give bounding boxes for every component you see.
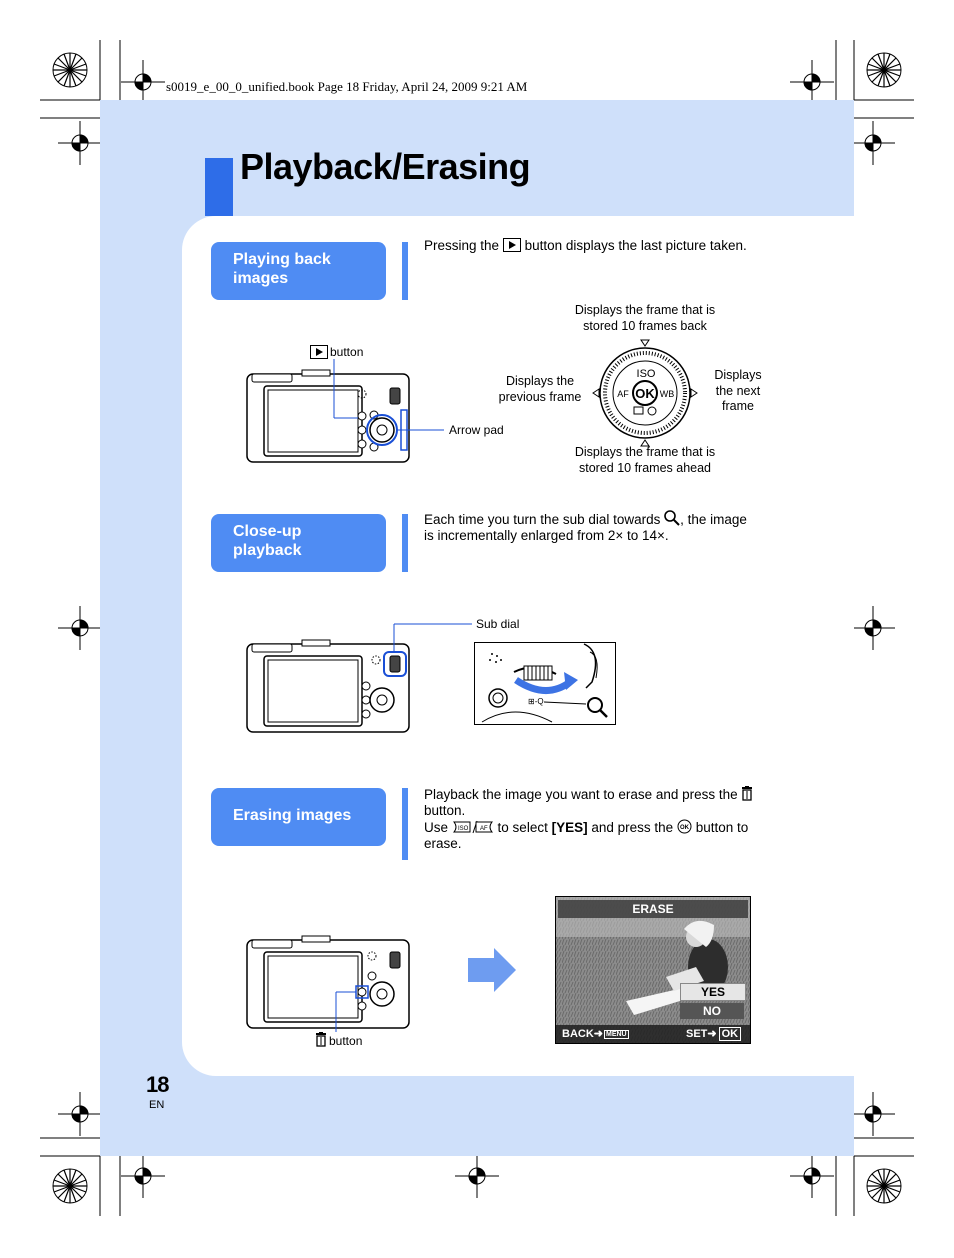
- back-menu-hint: BACK➜MENU: [562, 1028, 629, 1040]
- dial-iso-text: ISO: [637, 368, 656, 380]
- title-tab: [205, 158, 233, 216]
- set-ok-hint: SET➜OK: [686, 1027, 742, 1041]
- trash-icon: [742, 786, 753, 801]
- right-arrow-icon: [468, 948, 516, 992]
- erase-footer-bar: [556, 1025, 750, 1043]
- section-playing-bar: [402, 242, 408, 300]
- erase-option-no[interactable]: NO: [680, 1003, 744, 1019]
- dial-right-caption: Displays the next frame: [714, 368, 762, 413]
- play-button-label: button: [330, 345, 364, 359]
- svg-text:AF: AF: [480, 826, 488, 832]
- magnify-icon: [664, 510, 680, 526]
- arrow-pad-label: Arrow pad: [449, 423, 504, 437]
- trash-icon: [316, 1032, 326, 1047]
- page-title: Playback/Erasing: [240, 146, 531, 187]
- section-erasing-title: Erasing images: [211, 788, 386, 846]
- svg-text:ISO: ISO: [458, 826, 469, 832]
- svg-text:OK: OK: [680, 825, 690, 831]
- erase-option-yes[interactable]: YES: [680, 983, 746, 1001]
- dial-up-caption: Displays the frame that is stored 10 fra…: [574, 303, 716, 333]
- camera-back-illustration: [246, 359, 444, 463]
- dial-left-caption: Displays the previous frame: [498, 374, 582, 404]
- photo-woman-reading: [556, 897, 750, 1043]
- section-playing-title: Playing back images: [211, 242, 386, 300]
- section-closeup-title: Close-up playback: [211, 514, 386, 572]
- book-header: s0019_e_00_0_unified.book Page 18 Friday…: [166, 79, 528, 94]
- section-erasing-bar: [402, 788, 408, 860]
- sub-dial-label: Sub dial: [476, 617, 520, 631]
- section-playing-text: Pressing the button displays the last pi…: [424, 238, 747, 253]
- iso-af-buttons-icon: ISO AF: [452, 820, 493, 834]
- sub-dial-closeup-illustration: ⊞-Q: [474, 642, 616, 725]
- page-number: 18: [146, 1072, 170, 1097]
- trash-button-label: button: [329, 1034, 363, 1048]
- erase-screen: ERASE YES NO BACK➜MENU SET➜OK: [555, 896, 751, 1044]
- play-icon: [502, 238, 521, 252]
- dial-down-caption: Displays the frame that is stored 10 fra…: [574, 445, 716, 475]
- arrow-pad-dial: OK ISO AF WB: [592, 339, 698, 447]
- page-language: EN: [149, 1099, 165, 1111]
- dial-af-text: AF: [617, 389, 629, 399]
- section-erasing-text: Playback the image you want to erase and…: [424, 786, 754, 852]
- section-closeup-text: Each time you turn the sub dial towards …: [424, 510, 747, 543]
- camera-back-illustration: [246, 623, 472, 733]
- erase-title-bar: ERASE: [558, 900, 748, 918]
- section-closeup-bar: [402, 514, 408, 572]
- dial-ok-text: OK: [635, 386, 655, 401]
- dial-wb-text: WB: [660, 389, 675, 399]
- play-icon: [310, 345, 328, 359]
- camera-back-illustration: [246, 935, 410, 1032]
- svg-text:⊞-Q: ⊞-Q: [528, 697, 544, 706]
- ok-button-icon: OK: [677, 819, 692, 834]
